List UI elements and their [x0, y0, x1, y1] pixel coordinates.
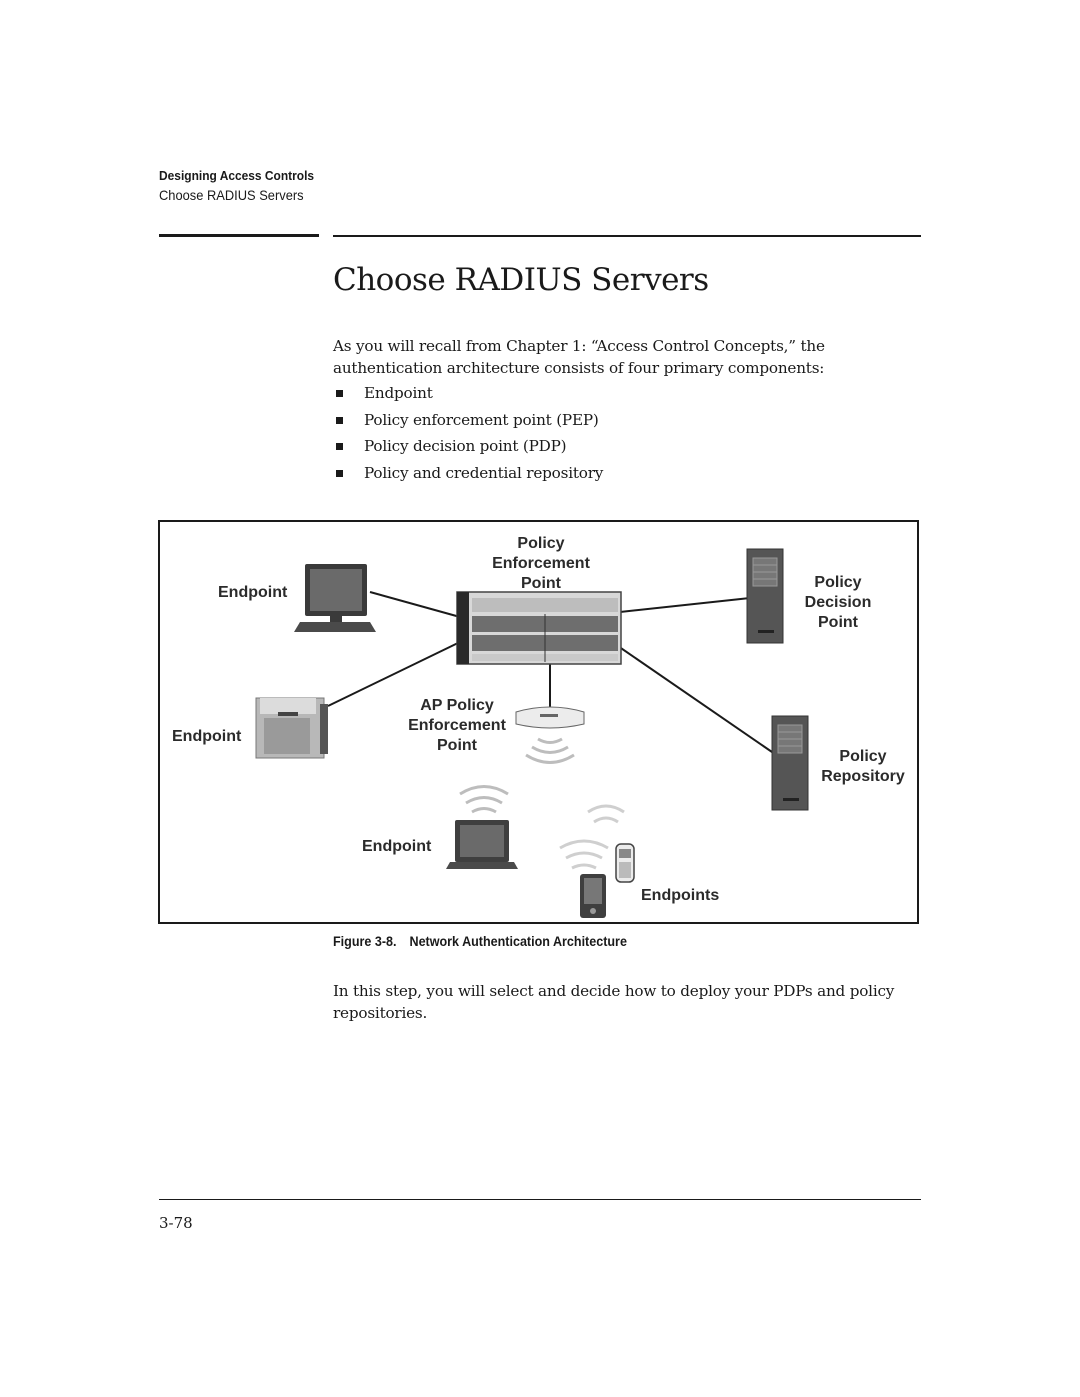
endpoint-printer-label: Endpoint: [172, 728, 242, 745]
list-item: Policy enforcement point (PEP): [333, 409, 603, 436]
connection-lines: [327, 591, 773, 753]
laptop-icon: [446, 820, 518, 869]
svg-text:Point: Point: [437, 737, 478, 754]
access-point-icon: [515, 706, 585, 729]
svg-text:Policy: Policy: [814, 574, 861, 591]
link-printer-to-switch: [327, 641, 461, 707]
endpoints-mobile-label: Endpoints: [641, 887, 719, 904]
link-pc-to-switch: [369, 591, 461, 618]
link-switch-to-repository: [614, 643, 773, 753]
square-bullet-icon: [336, 443, 343, 450]
header-rule-long: [333, 235, 921, 237]
running-head: Designing Access Controls Choose RADIUS …: [159, 168, 328, 203]
pdp-label: Policy Decision Point: [805, 574, 872, 631]
component-list: Endpoint Policy enforcement point (PEP) …: [333, 382, 603, 488]
link-switch-to-pdp: [619, 597, 751, 613]
svg-text:Point: Point: [521, 575, 562, 592]
list-item-text: Endpoint: [364, 384, 433, 402]
closing-paragraph: In this step, you will select and decide…: [333, 982, 895, 1022]
figure-caption-title: Network Authentication Architecture: [409, 934, 627, 949]
list-item: Policy and credential repository: [333, 462, 603, 489]
header-rule-short: [159, 234, 319, 237]
mobile-signal-icon: [559, 804, 625, 870]
figure-caption: Figure 3-8. Network Authentication Archit…: [333, 934, 627, 949]
page-number: 3-78: [159, 1214, 193, 1232]
svg-text:Policy: Policy: [839, 748, 886, 765]
pep-label: Policy Enforcement Point: [492, 535, 590, 592]
list-item-text: Policy decision point (PDP): [364, 437, 567, 455]
pdp-server-icon: [746, 548, 784, 644]
printer-icon: [255, 697, 328, 759]
svg-text:Enforcement: Enforcement: [492, 555, 590, 572]
desktop-computer-icon: [294, 564, 376, 632]
endpoint-pc-label: Endpoint: [218, 584, 288, 601]
list-item: Endpoint: [333, 382, 603, 409]
repository-server-icon: [771, 715, 809, 811]
svg-text:Point: Point: [818, 614, 859, 631]
repository-label: Policy Repository: [821, 748, 905, 785]
square-bullet-icon: [336, 416, 343, 424]
pda-icon: [580, 874, 606, 918]
svg-text:Decision: Decision: [805, 594, 872, 611]
svg-text:Enforcement: Enforcement: [408, 717, 506, 734]
architecture-diagram: Policy Enforcement Point Endpoint Endpoi…: [172, 535, 905, 918]
svg-text:Policy: Policy: [517, 535, 564, 552]
figure-caption-number: Figure 3-8.: [333, 934, 397, 949]
intro-paragraph: As you will recall from Chapter 1: “Acce…: [333, 337, 825, 377]
architecture-figure: Policy Enforcement Point Endpoint Endpoi…: [158, 520, 919, 924]
running-head-subsection: Choose RADIUS Servers: [159, 187, 304, 203]
square-bullet-icon: [336, 469, 343, 477]
running-head-section: Designing Access Controls: [159, 168, 315, 183]
ap-pep-label: AP Policy Enforcement Point: [408, 697, 506, 754]
endpoint-laptop-label: Endpoint: [362, 838, 432, 855]
phone-icon: [615, 843, 635, 883]
footer-rule: [159, 1199, 921, 1200]
list-item-text: Policy and credential repository: [364, 463, 604, 482]
svg-text:Repository: Repository: [821, 768, 905, 785]
list-item-text: Policy enforcement point (PEP): [364, 410, 599, 429]
square-bullet-icon: [336, 390, 343, 397]
network-switch-icon: [456, 591, 622, 665]
page-title: Choose RADIUS Servers: [333, 262, 709, 298]
access-point-signal-icon: [525, 737, 575, 764]
svg-text:AP Policy: AP Policy: [420, 697, 494, 714]
laptop-signal-icon: [459, 785, 509, 814]
list-item: Policy decision point (PDP): [333, 435, 603, 462]
